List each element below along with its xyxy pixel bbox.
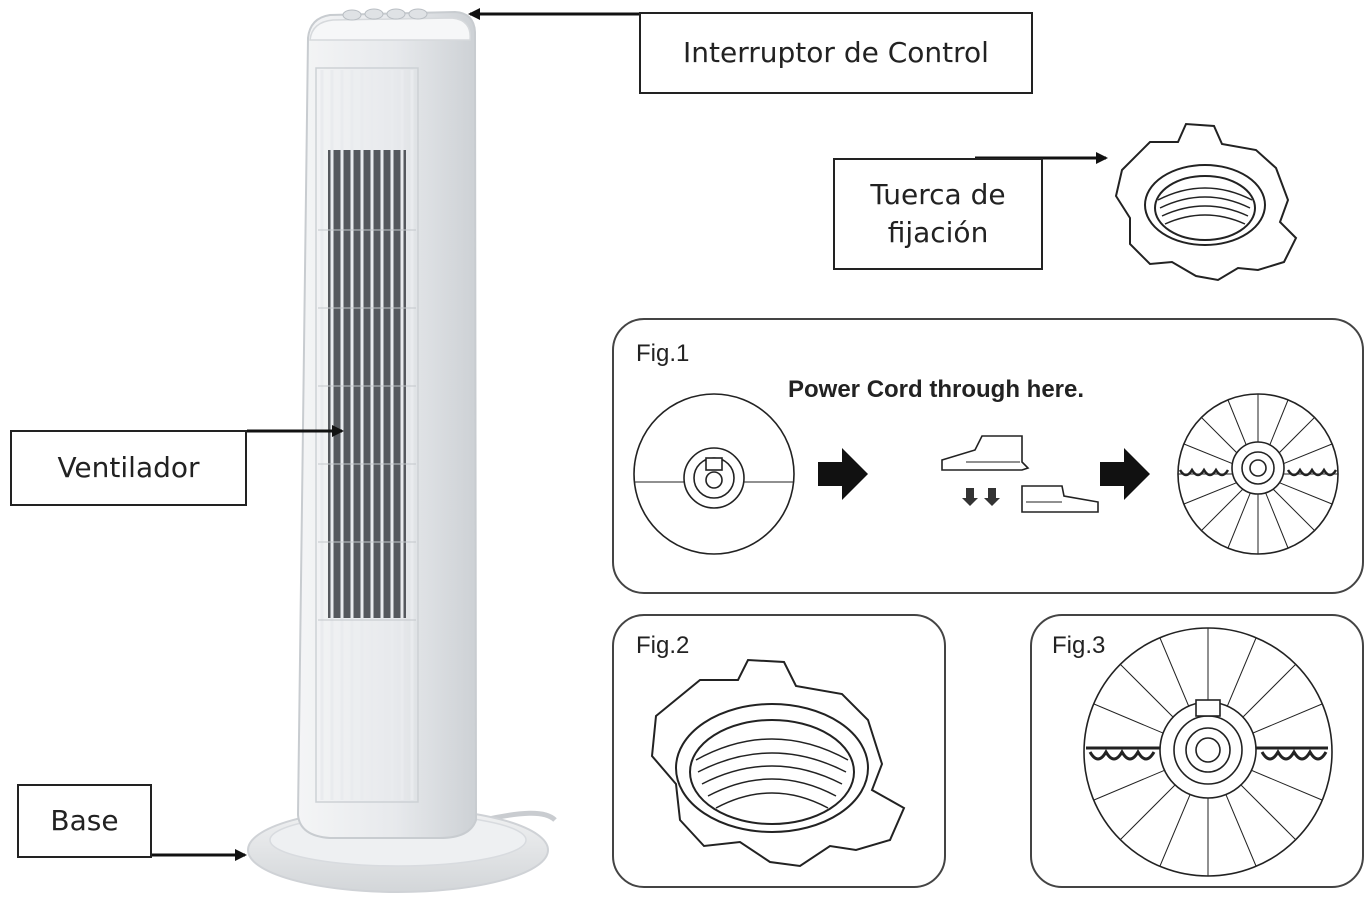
fig3-title: Fig.3 <box>1052 632 1106 659</box>
label-tuerca-line2: fijación <box>887 216 989 249</box>
label-tuerca-line1: Tuerca de <box>870 178 1006 212</box>
fig1-arrow-2 <box>1100 448 1150 500</box>
control-knobs <box>342 8 428 21</box>
fig1-title: Fig.1 <box>636 340 690 367</box>
label-base: Base <box>17 784 152 858</box>
fig2-nut-drawing <box>650 658 906 868</box>
label-base-text: Base <box>50 804 119 838</box>
fig1-arrow-1 <box>818 448 868 500</box>
fig3-base-drawing <box>1083 627 1333 877</box>
fixing-nut-drawing <box>1114 122 1298 282</box>
label-control-text: Interruptor de Control <box>683 36 989 70</box>
power-cord-note: Power Cord through here. <box>788 376 1085 403</box>
fig2-title: Fig.2 <box>636 632 690 659</box>
label-control-switch: Interruptor de Control <box>639 12 1033 94</box>
fig1-drawings <box>633 393 1339 555</box>
label-ventilador-text: Ventilador <box>57 451 200 485</box>
tower-fan <box>247 8 557 893</box>
label-fan: Ventilador <box>10 430 247 506</box>
label-fixing-nut: Tuerca de fijación <box>833 158 1043 270</box>
